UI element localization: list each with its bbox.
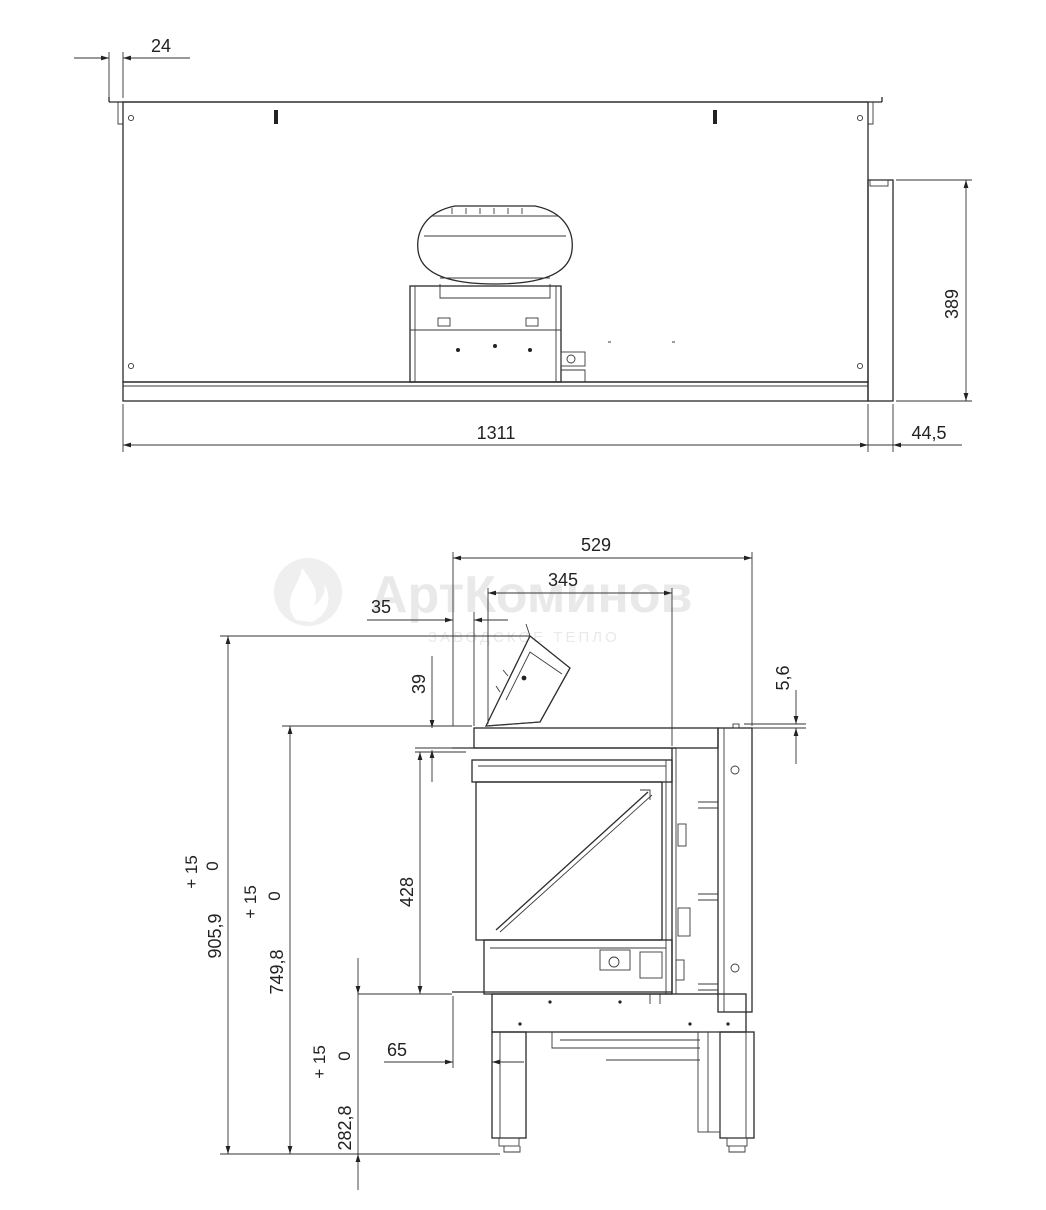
- dim-tol-minus-height-floor: 0: [335, 1051, 354, 1060]
- side-firebox: [475, 781, 663, 941]
- mounting-holes: [127, 114, 864, 370]
- dim-leg-inset: 65: [384, 996, 524, 1068]
- dim-tol-plus-height-opening: + 15: [241, 885, 260, 919]
- dim-label-glass-height: 428: [397, 877, 417, 907]
- watermark-brand: AртКоминов: [370, 566, 693, 624]
- watermark: AртКоминов ЗАВОДСКОЕ ТЕПЛО: [274, 558, 693, 646]
- top-view-body: [122, 101, 869, 383]
- dim-firebox-depth: 345: [487, 570, 673, 746]
- dim-label-height-opening: 749,8: [267, 949, 287, 994]
- side-rear-column: [717, 727, 753, 1013]
- top-view-side-panel: [867, 179, 894, 402]
- dim-label-firebox-depth: 345: [548, 570, 578, 590]
- top-view-base-strip: [122, 381, 869, 402]
- dim-glass-top-gap: 39: [409, 656, 470, 782]
- dim-label-height-total: 905,9: [205, 913, 225, 958]
- watermark-tagline: ЗАВОДСКОЕ ТЕПЛО: [428, 629, 620, 646]
- dim-height-floor: 282,8 + 15 0: [310, 958, 361, 1190]
- fan-motor: [417, 205, 573, 299]
- motor-housing: [409, 285, 675, 383]
- side-view: 529 345 35 39 428: [182, 535, 806, 1190]
- side-glass-diagonal: [495, 791, 649, 931]
- dim-label-height-right: 389: [942, 289, 962, 319]
- flame-logo-icon: [274, 558, 342, 626]
- dim-label-front-offset: 35: [371, 597, 391, 617]
- dim-label-leg-inset: 65: [387, 1040, 407, 1060]
- dim-tol-minus-height-total: 0: [203, 861, 222, 870]
- dim-label-height-floor: 282,8: [335, 1105, 355, 1150]
- dim-label-side-depth: 44,5: [911, 423, 946, 443]
- dim-label-total-width: 1311: [477, 423, 516, 443]
- side-top-plate: [473, 727, 719, 749]
- dim-height-total: 905,9 + 15 0: [182, 635, 530, 1155]
- dim-tol-plus-height-floor: + 15: [310, 1045, 329, 1079]
- dim-height-right: 389: [896, 179, 972, 402]
- dim-total-width: 1311: [122, 404, 869, 452]
- dim-offset-left: 24: [74, 36, 190, 98]
- dim-rear-step: 5,6: [744, 665, 806, 764]
- side-lower-frame: [491, 993, 747, 1033]
- dim-tol-plus-height-total: + 15: [182, 855, 201, 889]
- side-deflector: [471, 759, 673, 783]
- dim-label-overall-depth: 529: [581, 535, 611, 555]
- dim-label-glass-top-gap: 39: [409, 674, 429, 694]
- dim-label-offset-left: 24: [151, 36, 171, 56]
- top-view: 24 1311 44,5 389: [74, 36, 972, 452]
- dim-overall-depth: 529: [452, 535, 753, 726]
- dim-height-opening: 749,8 + 15 0: [241, 725, 472, 1154]
- side-legs: [491, 1031, 755, 1153]
- dim-side-depth: 44,5: [868, 404, 962, 452]
- side-fan-box: [484, 623, 571, 727]
- dim-glass-height: 428: [358, 751, 466, 995]
- dim-tol-minus-height-opening: 0: [265, 891, 284, 900]
- dim-front-offset: 35: [367, 597, 508, 726]
- dim-label-rear-step: 5,6: [773, 665, 793, 690]
